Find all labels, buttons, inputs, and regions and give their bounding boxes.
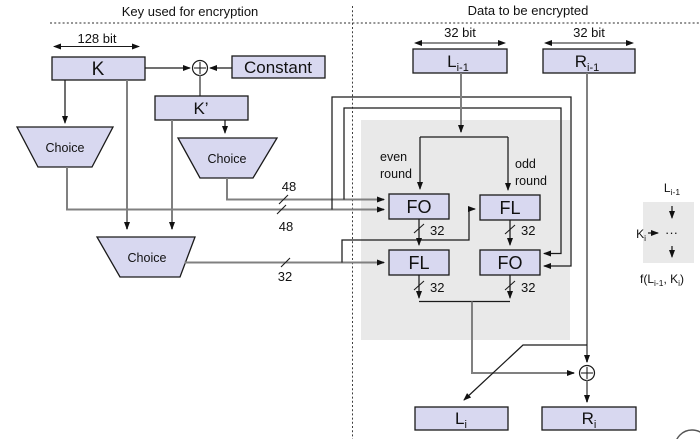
legend-f-label: f(Li-1, Ki)	[640, 272, 684, 288]
slash-32-key	[280, 257, 291, 268]
fo-top-label: FO	[407, 197, 432, 217]
choice-mid-label: Choice	[208, 152, 247, 166]
svg-text:Li-1: Li-1	[447, 52, 469, 74]
label-128-bit: 128 bit	[77, 31, 116, 46]
fo-bottom-label: FO	[498, 253, 523, 273]
l-output-main: L	[455, 409, 464, 428]
r-output-box: Ri	[541, 406, 637, 431]
label-48-upper: 48	[282, 179, 296, 194]
choice-bottom-label: Choice	[128, 251, 167, 265]
fl-bottom-label: FL	[408, 253, 429, 273]
label-even-round-1: even	[380, 150, 407, 164]
choice-mid-trapezoid: Choice	[176, 137, 279, 179]
slash-48-upper	[278, 194, 289, 205]
page-curl-arc	[676, 429, 700, 439]
fl-bottom-box: FL	[388, 249, 450, 276]
slash-fl-top	[504, 224, 516, 235]
section-title-key: Key used for encryption	[122, 4, 259, 19]
slash-fl-bottom	[413, 280, 425, 291]
fo-bottom-box: FO	[479, 249, 541, 276]
slash-fo-top	[413, 223, 425, 234]
r-output-sub: i	[594, 419, 596, 431]
legend-l-input-label: Li-1	[664, 181, 680, 197]
label-32-fl-top: 32	[521, 223, 535, 238]
k-box: K	[51, 56, 146, 81]
label-32-key: 32	[278, 269, 292, 284]
label-odd-round-1: odd	[515, 157, 536, 171]
wire-48-lower	[66, 167, 385, 213]
wire-48-upper	[226, 178, 385, 203]
r-input-main: R	[575, 52, 587, 71]
label-32-fl-bottom: 32	[430, 280, 444, 295]
label-32bit-right: 32 bit	[573, 25, 605, 40]
r-input-sub: i-1	[587, 62, 599, 74]
label-32-fo-top: 32	[430, 223, 444, 238]
l-input-main: L	[447, 52, 456, 71]
k-prime-box: K’	[154, 95, 249, 121]
legend-dots: ···	[665, 225, 678, 240]
section-title-data: Data to be encrypted	[468, 3, 589, 18]
choice-bottom-trapezoid: Choice	[95, 236, 196, 278]
legend-k-label: Ki	[636, 227, 646, 243]
r-output-main: R	[582, 409, 594, 428]
fl-top-label: FL	[499, 198, 520, 218]
wire-loop-outer	[331, 96, 572, 269]
l-input-sub: i-1	[457, 62, 469, 74]
svg-text:Ri: Ri	[582, 409, 597, 431]
svg-text:Li: Li	[455, 409, 467, 431]
label-48-lower: 48	[279, 219, 293, 234]
wire-f-output-to-xor	[471, 301, 575, 376]
round-function-panel	[361, 120, 570, 340]
l-input-box: Li-1	[412, 48, 508, 74]
label-odd-round-2: round	[515, 174, 547, 188]
wire-loop-inner	[343, 107, 562, 257]
xor-data-icon	[578, 364, 596, 382]
wire-32-branch-to-fl-top	[341, 206, 476, 263]
slash-fo-bottom	[504, 280, 516, 291]
l-output-box: Li	[414, 406, 509, 431]
choice-top-label: Choice	[46, 141, 85, 155]
fl-top-box: FL	[479, 194, 541, 221]
slash-48-lower	[276, 204, 287, 215]
constant-box: Constant	[231, 55, 326, 79]
wire-r-branch-to-l-out	[463, 344, 587, 401]
choice-top-trapezoid: Choice	[15, 126, 115, 168]
k-prime-box-label: K’	[193, 99, 208, 118]
label-32-fo-bottom: 32	[521, 280, 535, 295]
k-box-label: K	[92, 59, 105, 80]
svg-text:Ri-1: Ri-1	[575, 52, 600, 74]
l-output-sub: i	[465, 419, 467, 431]
constant-box-label: Constant	[244, 58, 312, 77]
xor-key-icon	[191, 59, 209, 77]
label-32bit-left: 32 bit	[444, 25, 476, 40]
r-input-box: Ri-1	[542, 48, 636, 74]
fo-top-box: FO	[388, 193, 450, 220]
label-even-round-2: round	[380, 167, 412, 181]
